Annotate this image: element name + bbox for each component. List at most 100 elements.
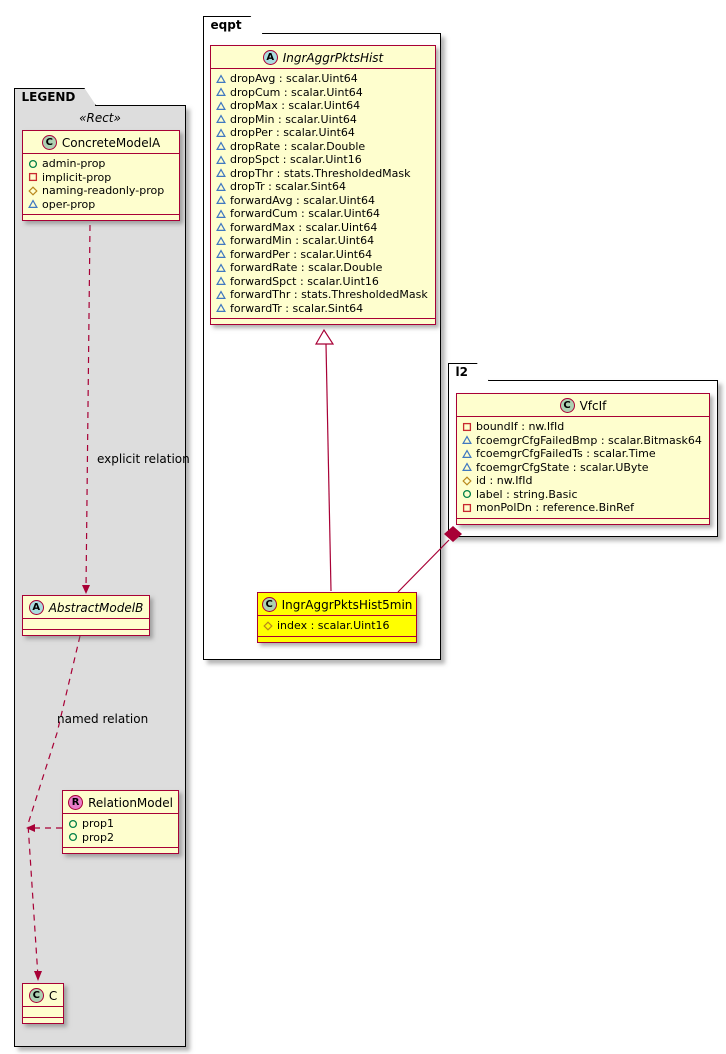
attribute-row: forwardMax : scalar.Uint64	[216, 221, 430, 235]
package-eqpt-tab: eqpt	[203, 16, 263, 34]
attribute-text: monPolDn : reference.BinRef	[476, 501, 634, 514]
attribute-row: dropRate : scalar.Double	[216, 140, 430, 154]
attribute-text: oper-prop	[42, 197, 96, 211]
attribute-row: forwardCum : scalar.Uint64	[216, 207, 430, 221]
diamond-icon	[462, 476, 472, 486]
attribute-text: naming-readonly-prop	[42, 184, 165, 197]
triangle-icon	[216, 141, 226, 151]
class-relation-model: R RelationModel prop1 prop2	[62, 790, 179, 854]
triangle-icon	[216, 155, 226, 165]
triangle-icon	[216, 87, 226, 97]
attribute-list: boundIf : nw.IfId fcoemgrCfgFailedBmp : …	[457, 417, 709, 519]
attribute-text: index : scalar.Uint16	[277, 619, 390, 632]
class-name: AbstractModelB	[48, 600, 144, 615]
attribute-text: dropRate : scalar.Double	[230, 139, 366, 153]
triangle-icon	[216, 276, 226, 286]
attribute-row: dropPer : scalar.Uint64	[216, 126, 430, 140]
class-spot-icon: A	[262, 50, 278, 65]
diamond-icon	[28, 186, 38, 196]
attribute-list	[23, 619, 149, 630]
attribute-text: fcoemgrCfgFailedTs : scalar.Time	[476, 447, 656, 460]
methods-compartment	[457, 519, 709, 524]
label-explicit-relation: explicit relation	[97, 452, 190, 466]
attribute-text: forwardPer : scalar.Uint64	[230, 247, 373, 261]
attribute-row: index : scalar.Uint16	[263, 619, 411, 633]
attribute-text: dropThr : stats.ThresholdedMask	[230, 166, 411, 180]
methods-compartment	[23, 215, 179, 220]
methods-compartment	[258, 637, 416, 642]
square-icon	[462, 503, 472, 513]
class-header: C ConcreteModelA	[23, 131, 179, 154]
attribute-row: implicit-prop	[28, 171, 174, 185]
triangle-icon	[216, 236, 226, 246]
attribute-row: dropSpct : scalar.Uint16	[216, 153, 430, 167]
attribute-row: fcoemgrCfgFailedBmp : scalar.Bitmask64	[462, 434, 704, 448]
attribute-text: forwardMin : scalar.Uint64	[230, 234, 375, 247]
class-header: C IngrAggrPktsHist5min	[258, 593, 416, 616]
attribute-list	[23, 1007, 63, 1018]
attribute-text: implicit-prop	[42, 170, 112, 184]
triangle-icon	[216, 290, 226, 300]
triangle-icon	[28, 199, 38, 209]
class-c: C C	[22, 983, 64, 1024]
class-header: R RelationModel	[63, 791, 178, 814]
class-spot-icon: C	[559, 398, 575, 413]
attribute-row: oper-prop	[28, 198, 174, 212]
triangle-icon	[216, 101, 226, 111]
class-concrete-model-a: C ConcreteModelA admin-prop implicit-pro…	[22, 130, 180, 221]
attribute-text: forwardTr : scalar.Sint64	[230, 301, 364, 315]
class-spot-icon: C	[261, 597, 277, 612]
attribute-text: prop2	[82, 830, 114, 844]
attribute-list: prop1 prop2	[63, 814, 178, 848]
attribute-text: forwardMax : scalar.Uint64	[230, 220, 378, 234]
triangle-icon	[216, 249, 226, 259]
attribute-row: dropMin : scalar.Uint64	[216, 113, 430, 127]
square-icon	[462, 422, 472, 432]
attribute-row: prop2	[68, 831, 173, 845]
class-name: C	[48, 988, 58, 1003]
attribute-row: fcoemgrCfgFailedTs : scalar.Time	[462, 447, 704, 461]
attribute-list: dropAvg : scalar.Uint64 dropCum : scalar…	[211, 69, 435, 319]
class-name: VfcIf	[579, 398, 607, 413]
attribute-row: forwardRate : scalar.Double	[216, 261, 430, 275]
attribute-row: forwardPer : scalar.Uint64	[216, 248, 430, 262]
methods-compartment	[23, 630, 149, 635]
class-name: IngrAggrPktsHist	[282, 50, 384, 65]
attribute-row: prop1	[68, 817, 173, 831]
circle-icon	[68, 832, 78, 842]
methods-compartment	[63, 848, 178, 853]
attribute-row: fcoemgrCfgState : scalar.UByte	[462, 461, 704, 475]
methods-compartment	[211, 319, 435, 324]
package-legend: LEGEND «Rect»	[14, 105, 186, 1047]
class-ingr-aggr-pkts-hist: A IngrAggrPktsHist dropAvg : scalar.Uint…	[210, 45, 436, 325]
attribute-text: boundIf : nw.IfId	[476, 420, 565, 433]
class-header: C VfcIf	[457, 394, 709, 417]
attribute-text: forwardThr : stats.ThresholdedMask	[230, 288, 428, 301]
triangle-icon	[216, 195, 226, 205]
attribute-text: dropMin : scalar.Uint64	[230, 112, 357, 126]
package-legend-title: LEGEND	[21, 90, 76, 104]
triangle-icon	[216, 303, 226, 313]
attribute-text: forwardCum : scalar.Uint64	[230, 207, 380, 220]
package-eqpt-title: eqpt	[210, 18, 242, 32]
attribute-row: dropThr : stats.ThresholdedMask	[216, 167, 430, 181]
class-name: IngrAggrPktsHist5min	[281, 597, 413, 612]
circle-icon	[462, 489, 472, 499]
attribute-row: dropAvg : scalar.Uint64	[216, 72, 430, 86]
attribute-row: admin-prop	[28, 157, 174, 171]
attribute-row: forwardTr : scalar.Sint64	[216, 302, 430, 316]
attribute-row: dropTr : scalar.Sint64	[216, 180, 430, 194]
attribute-text: prop1	[82, 817, 114, 830]
attribute-row: dropMax : scalar.Uint64	[216, 99, 430, 113]
triangle-icon	[216, 74, 226, 84]
attribute-row: forwardThr : stats.ThresholdedMask	[216, 288, 430, 302]
attribute-text: label : string.Basic	[476, 487, 578, 501]
triangle-icon	[216, 128, 226, 138]
package-l2-title: l2	[455, 365, 468, 379]
triangle-icon	[462, 449, 472, 459]
triangle-icon	[216, 209, 226, 219]
attribute-list: admin-prop implicit-prop naming-readonly…	[23, 154, 179, 215]
attribute-list: index : scalar.Uint16	[258, 616, 416, 637]
attribute-text: admin-prop	[42, 157, 106, 170]
